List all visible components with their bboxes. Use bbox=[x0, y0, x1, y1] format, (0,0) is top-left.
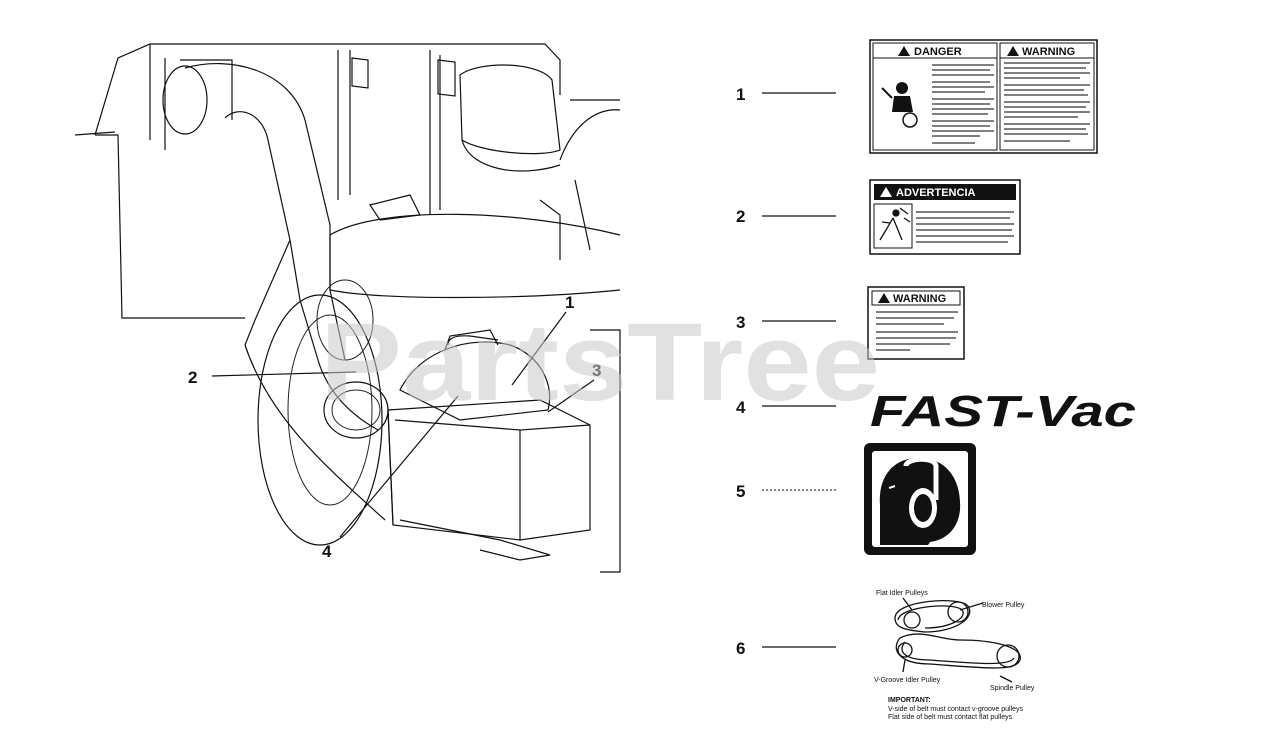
decal-1-danger-warning[interactable]: DANGER WARNING bbox=[869, 39, 1098, 154]
belt-route-drawing bbox=[894, 597, 1021, 683]
decal-3-header: WARNING bbox=[893, 293, 946, 305]
label-blower-pulley: Blower Pulley bbox=[982, 602, 1025, 609]
callout-3: 3 bbox=[592, 361, 601, 380]
decal-4-brand[interactable]: FAST-Vac bbox=[870, 387, 1136, 436]
decal-3-warning[interactable]: WARNING bbox=[867, 286, 965, 360]
warning-triangle-icon bbox=[878, 293, 890, 303]
label-flat-idler-pulleys: Flat Idler Pulleys bbox=[876, 590, 928, 597]
decal-number-2[interactable]: 2 bbox=[736, 207, 745, 226]
decal-6-belt-routing[interactable]: Flat Idler Pulleys Blower Pulley V-Groov… bbox=[874, 590, 1035, 721]
person-hazard-icon bbox=[881, 82, 918, 128]
callout-1: 1 bbox=[565, 293, 574, 312]
label-spindle-pulley: Spindle Pulley bbox=[990, 685, 1035, 692]
assembly-callouts: 1 2 3 4 bbox=[188, 293, 601, 561]
decal-5-hearing-protection[interactable] bbox=[864, 443, 976, 555]
watermark: PartsTree bbox=[320, 301, 880, 424]
decal-list: 1 2 3 4 5 6 bbox=[736, 85, 836, 658]
decal-number-1[interactable]: 1 bbox=[736, 85, 745, 104]
callout-4: 4 bbox=[322, 542, 332, 561]
decal-1-danger-header: DANGER bbox=[914, 46, 962, 58]
important-title: IMPORTANT: bbox=[888, 697, 931, 704]
label-vgroove-idler-pulley: V-Groove Idler Pulley bbox=[874, 677, 941, 684]
decal-2-header: ADVERTENCIA bbox=[896, 187, 976, 199]
warning-triangle-icon bbox=[1007, 46, 1019, 56]
decal-number-6[interactable]: 6 bbox=[736, 639, 745, 658]
decal-number-4[interactable]: 4 bbox=[736, 398, 746, 417]
decal-1-warning-header: WARNING bbox=[1022, 46, 1075, 58]
decal-4-brand-text: FAST-Vac bbox=[870, 387, 1136, 436]
important-line-1: V-side of belt must contact v-groove pul… bbox=[888, 706, 1024, 713]
decal-number-5[interactable]: 5 bbox=[736, 482, 745, 501]
warning-triangle-icon bbox=[898, 46, 910, 56]
thrown-object-hazard-icon bbox=[879, 207, 911, 241]
decal-2-advertencia[interactable]: ADVERTENCIA bbox=[869, 179, 1021, 255]
warning-triangle-icon bbox=[880, 187, 892, 197]
decal-number-3[interactable]: 3 bbox=[736, 313, 745, 332]
blower-assembly-illustration bbox=[74, 43, 621, 573]
important-line-2: Flat side of belt must contact flat pull… bbox=[888, 714, 1013, 721]
hearing-protection-icon bbox=[879, 456, 961, 545]
callout-2: 2 bbox=[188, 368, 197, 387]
